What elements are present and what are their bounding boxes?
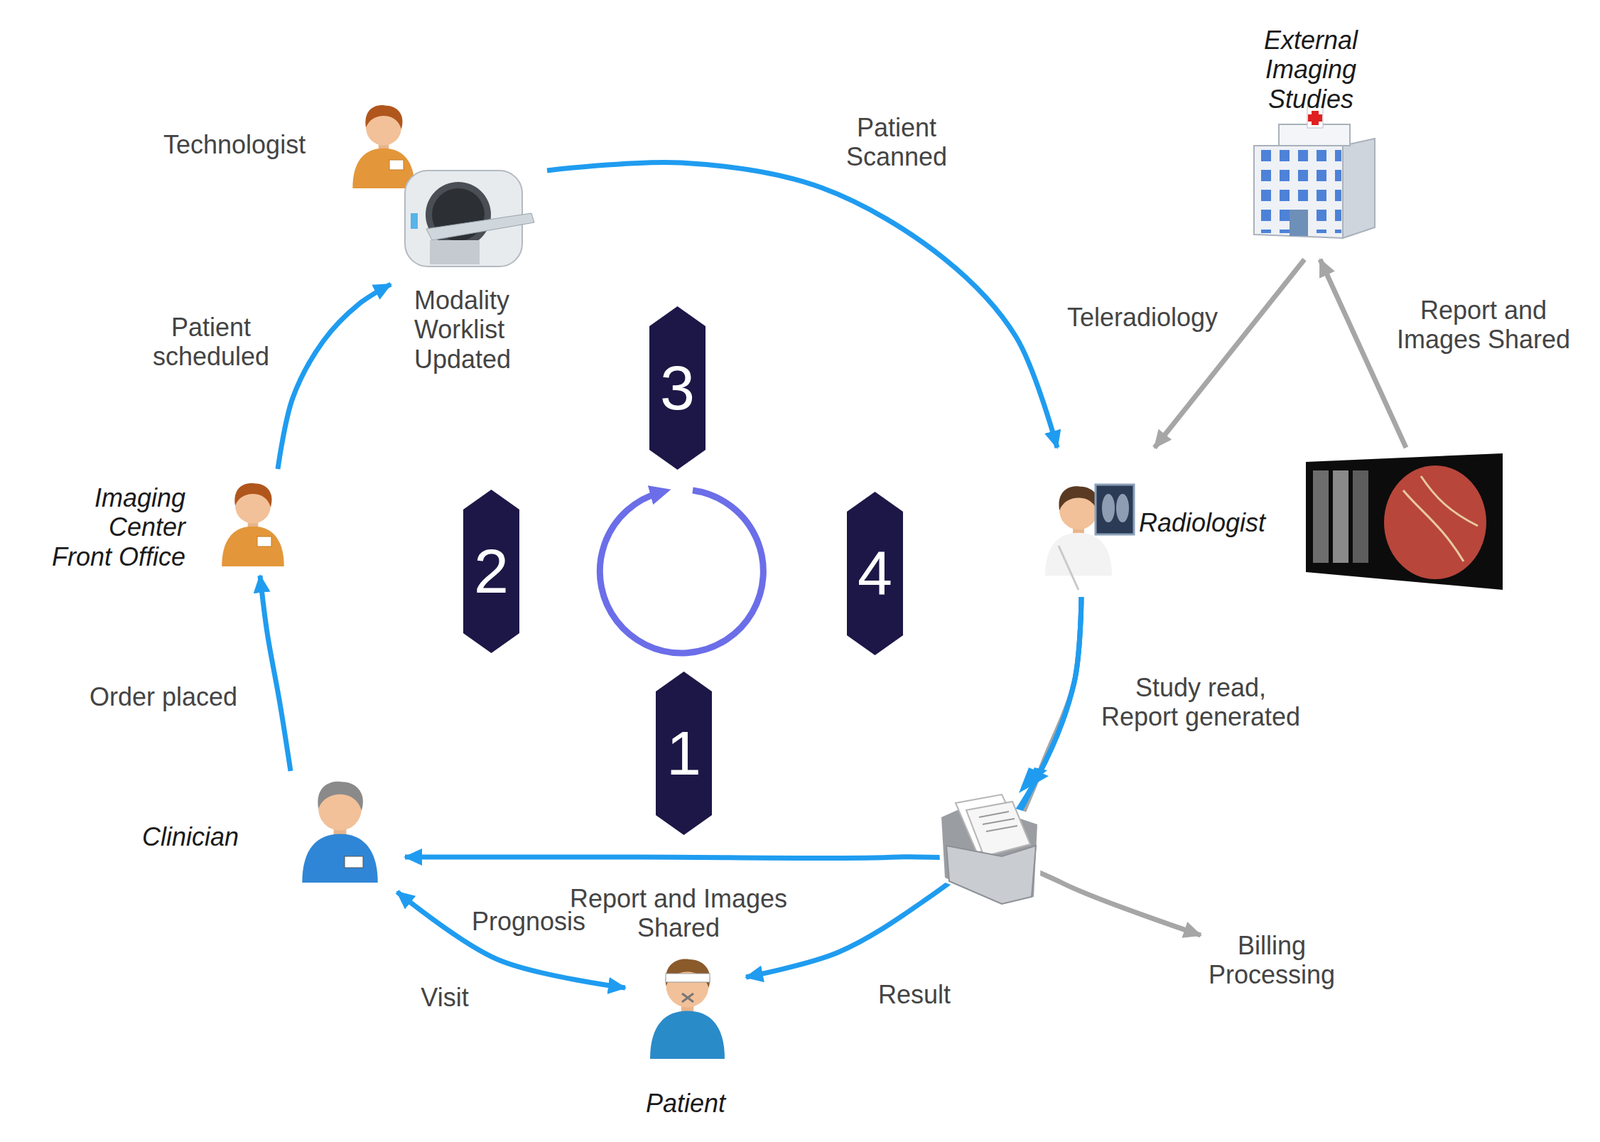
node-label: Billing Processing <box>1200 930 1343 990</box>
front-office: Imaging Center Front Office <box>35 468 299 576</box>
step-hexagon: 4 <box>846 491 904 656</box>
node-label: Patient <box>625 1088 747 1118</box>
flow-arrow <box>547 161 1058 448</box>
callout-number: 1 <box>666 721 702 785</box>
step-hexagon: 3 <box>649 306 706 470</box>
callout-number: 4 <box>857 542 893 605</box>
folder-icon <box>936 794 1043 906</box>
hospital-icon <box>1253 106 1375 239</box>
medical-images <box>1305 453 1503 590</box>
modality-box: Modality Worklist Updated <box>390 170 562 391</box>
clinician-icon <box>301 781 378 883</box>
edge-label: Report and Images Shared <box>1391 295 1576 355</box>
edge-label: Report and Images Shared <box>561 883 796 943</box>
radiologist: Radiologist <box>1037 447 1507 597</box>
clinician: Clinician <box>134 770 405 892</box>
patient: Patient <box>625 944 747 1127</box>
step-hexagon: 1 <box>655 671 712 835</box>
node-label: Imaging Center Front Office <box>46 483 186 572</box>
edge-label: Order placed <box>74 682 253 712</box>
imaging-site: External Imaging Studies <box>1211 7 1411 260</box>
flow-arrow <box>277 284 391 469</box>
scanner-icon <box>404 170 535 267</box>
edge-label: Teleradiology <box>1057 302 1228 332</box>
edge-label: Prognosis <box>464 906 593 936</box>
node-label: Clinician <box>142 822 270 852</box>
cycle-arrow <box>599 490 764 653</box>
staff-role: Technologist <box>156 95 420 182</box>
arrow-head <box>1018 767 1049 793</box>
node-label: Technologist <box>163 130 327 160</box>
billing-box: Billing Processing <box>1200 923 1343 1009</box>
callout-number: 3 <box>660 356 695 420</box>
flow-note: Visit <box>409 982 481 1012</box>
edge-label: Patient Scanned <box>822 112 972 172</box>
edge-label: Patient scheduled <box>139 312 283 372</box>
node-label: Radiologist <box>1138 507 1303 538</box>
node-label: External Imaging Studies <box>1250 25 1372 114</box>
flow-arrow <box>260 575 291 771</box>
flow-note: Study read, Report generated <box>1090 672 1311 732</box>
edge-label: Result <box>871 979 958 1009</box>
step-hexagon: 2 <box>463 489 520 653</box>
patient-icon <box>650 959 725 1059</box>
radiologist-icon <box>1045 484 1134 590</box>
technologist-icon <box>352 105 415 189</box>
front-office-icon <box>221 483 285 567</box>
node-label: Modality Worklist Updated <box>414 285 532 374</box>
flow-arrow <box>746 596 1082 977</box>
callout-number: 2 <box>473 539 509 603</box>
flow-arrow <box>1154 259 1305 448</box>
